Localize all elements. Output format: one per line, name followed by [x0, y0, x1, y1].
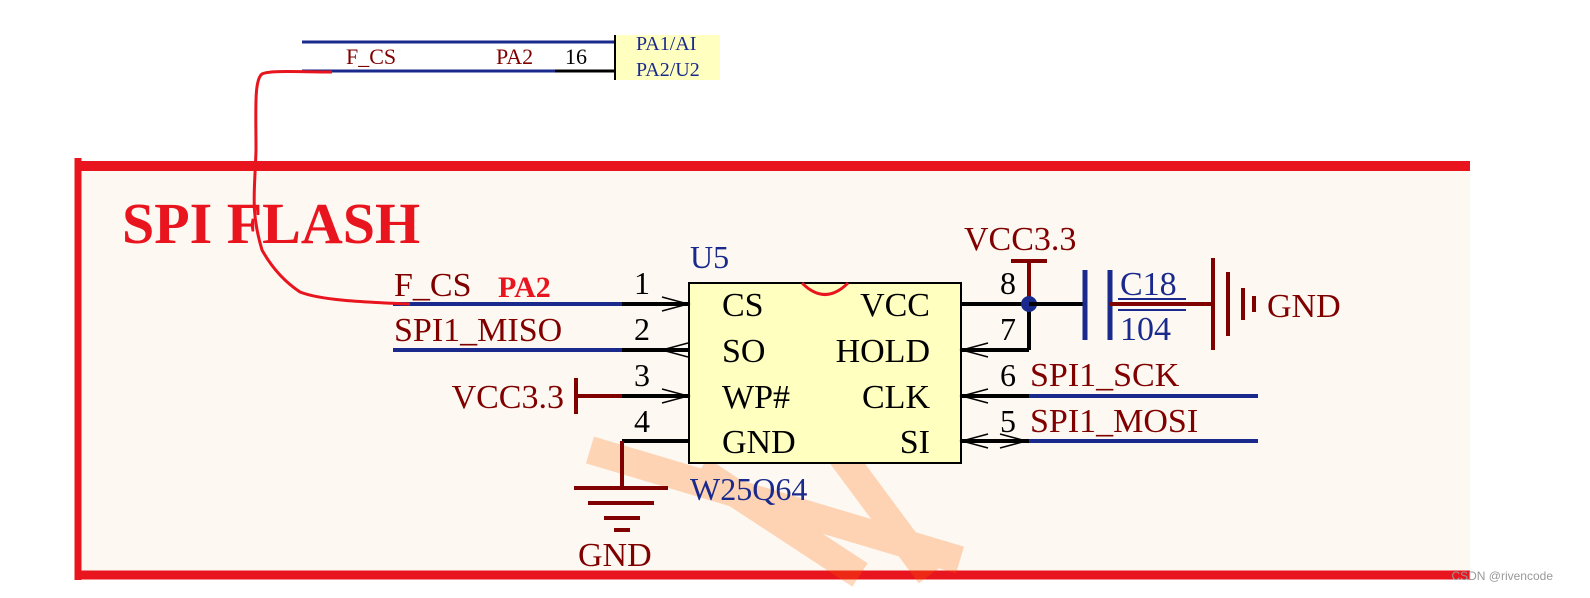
- section-title: SPI FLASH: [122, 191, 420, 256]
- chip-ref: U5: [690, 239, 729, 275]
- csdn-watermark: CSDN @rivencode: [1451, 569, 1553, 583]
- left-pin-arrows: [659, 296, 691, 404]
- pin-name-so: SO: [722, 333, 765, 370]
- pin-number-8: 8: [1000, 265, 1016, 301]
- chip-notch: [800, 281, 850, 296]
- net-label-spi1-miso: SPI1_MISO: [394, 312, 562, 349]
- right-pin-stubs: [961, 302, 1029, 443]
- top-fragment: F_CS PA2 16 PA1/AI PA2/U2: [302, 33, 720, 81]
- net-label-vcc-left: VCC3.3: [452, 379, 564, 416]
- pin-name-clk: CLK: [862, 379, 930, 416]
- pin-number-6: 6: [1000, 357, 1016, 393]
- top-port-label: PA2: [496, 44, 533, 69]
- cap-value: 104: [1120, 311, 1171, 348]
- top-net-label: F_CS: [346, 44, 396, 69]
- net-label-vcc-top: VCC3.3: [964, 221, 1076, 258]
- cap-ref: C18: [1120, 266, 1177, 303]
- pin-name-cs: CS: [722, 287, 764, 324]
- pin-number-7: 7: [1000, 311, 1016, 347]
- chip-part: W25Q64: [690, 471, 807, 507]
- gnd-symbol-right: [1211, 258, 1256, 350]
- net-label-spi1-sck: SPI1_SCK: [1030, 357, 1180, 394]
- top-pin-name-2: PA2/U2: [636, 59, 700, 81]
- net-label-f-cs: F_CS: [394, 267, 472, 304]
- pin-number-3: 3: [634, 357, 650, 393]
- chip-body: [688, 282, 962, 464]
- pin-name-si: SI: [900, 424, 930, 461]
- pin-name-vcc: VCC: [860, 287, 930, 324]
- pin-name-gnd: GND: [722, 424, 796, 461]
- pin-number-1: 1: [634, 265, 650, 301]
- net-label-gnd-bottom: GND: [578, 537, 652, 574]
- pa2-annotation: PA2: [498, 271, 551, 304]
- left-pin-stubs: [622, 302, 689, 443]
- top-chip-fragment: [615, 35, 720, 80]
- net-label-spi1-mosi: SPI1_MOSI: [1030, 403, 1198, 440]
- right-pin-arrows: [959, 342, 1029, 449]
- top-pin-name-1: PA1/AI: [636, 33, 696, 55]
- pin-name-wp: WP#: [722, 379, 790, 416]
- annotation-connector: [252, 70, 411, 306]
- pin-number-4: 4: [634, 403, 650, 439]
- pin-number-5: 5: [1000, 403, 1016, 439]
- top-pin-number: 16: [565, 44, 587, 69]
- gnd-symbol-bottom: [574, 486, 668, 532]
- pin-name-hold: HOLD: [836, 333, 930, 370]
- net-label-gnd-right: GND: [1267, 288, 1341, 325]
- pin-number-2: 2: [634, 311, 650, 347]
